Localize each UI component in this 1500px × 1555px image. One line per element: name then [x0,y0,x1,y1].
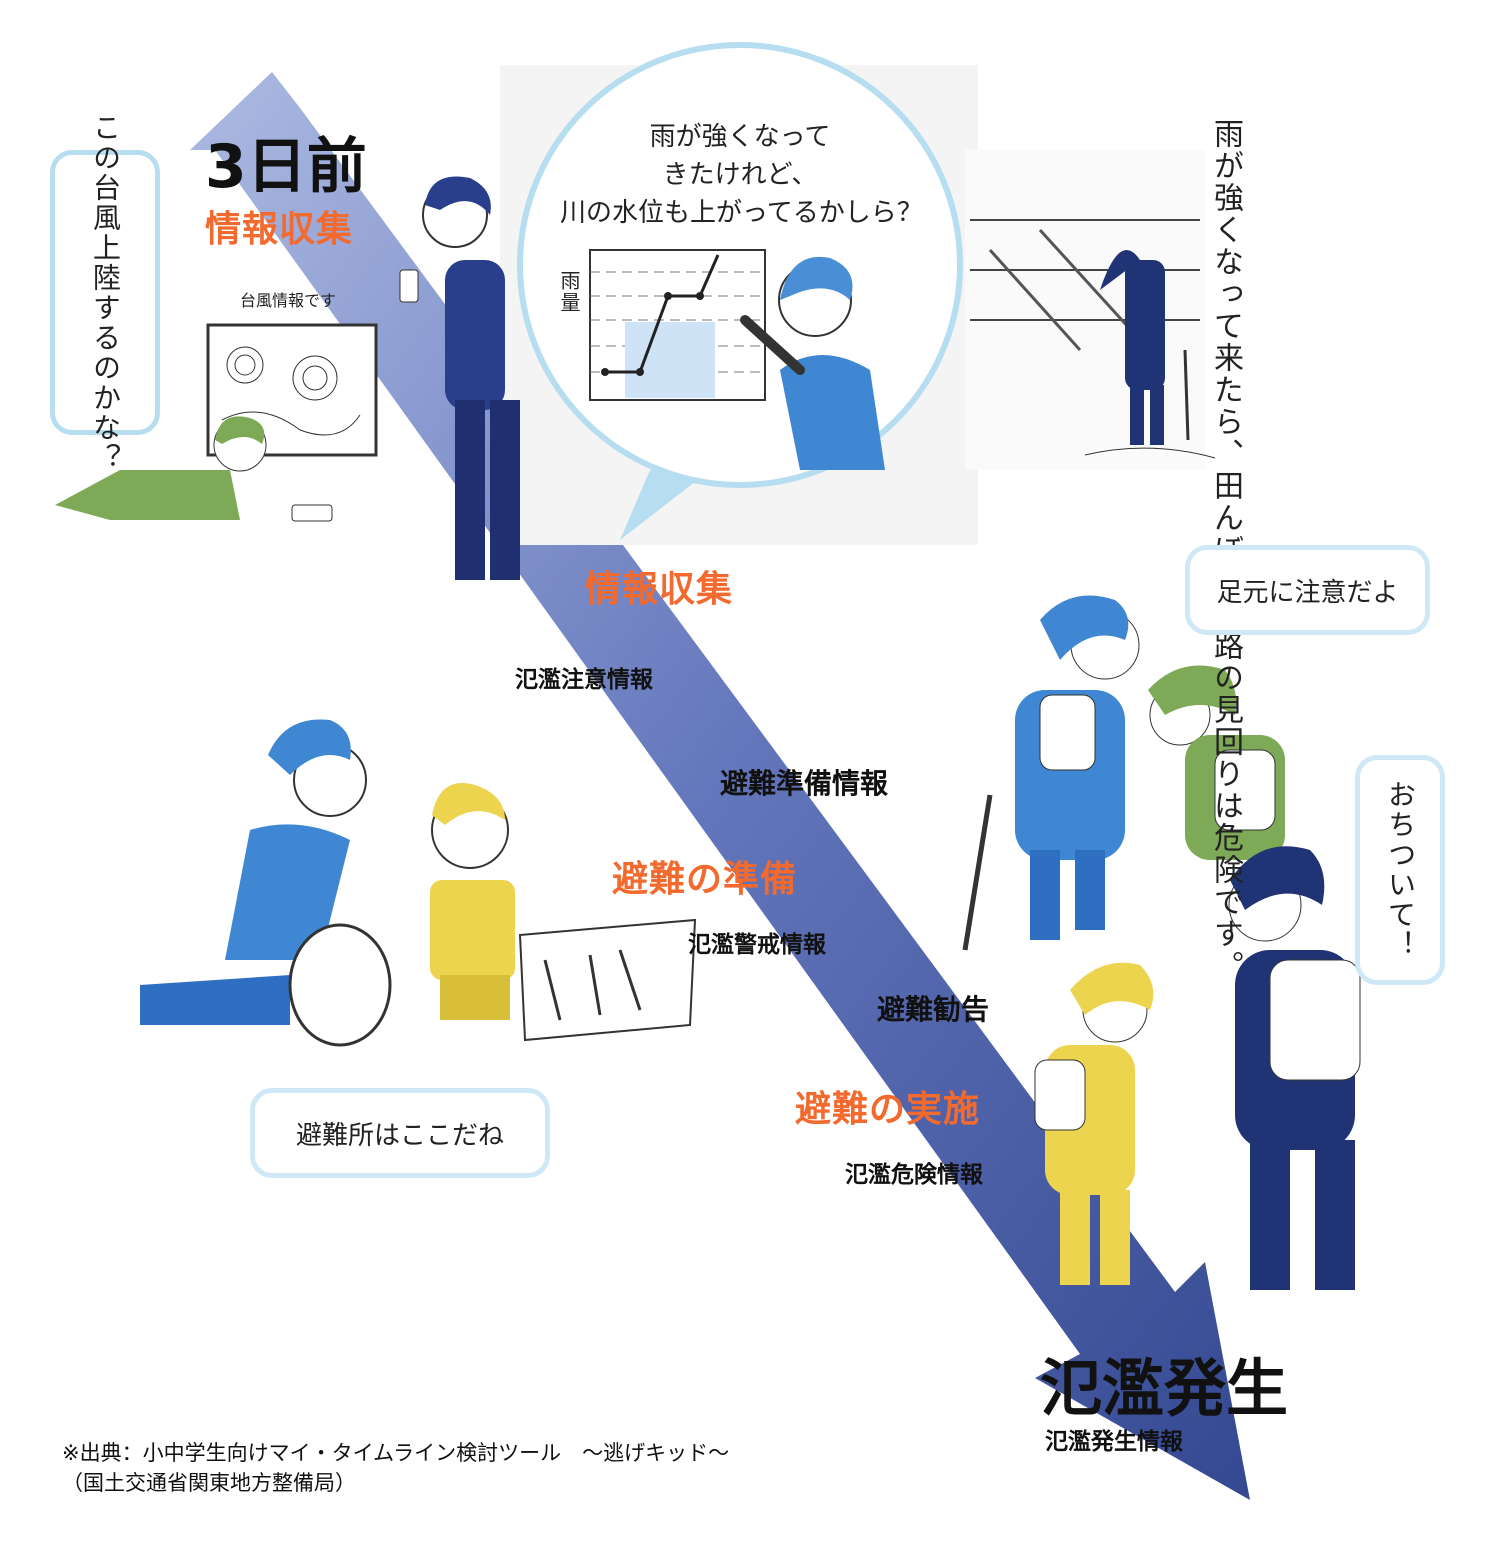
patrol-warning-text: 雨が強くなって来たら、田んぼや水路の見回りは危険です。 [1205,118,1245,982]
stage-info-gathering-1: 情報収集 [205,209,354,250]
thought-bubble-tail [620,470,700,540]
typhoon-question-bubble: この台風上陸するのかな？ [50,113,160,473]
rain-rising-line-1: 雨が強くなって [649,122,831,152]
rice-field-patrol-scene [965,150,1216,470]
flood-caution-info-label: 氾濫注意情報 [515,667,653,693]
shelter-here-text: 避難所はここだね [295,1120,504,1151]
stage-info-gathering-2: 情報収集 [585,569,734,610]
watch-step-bubble: 足元に注意だよ [1185,545,1430,635]
boy-pointing-map-figure [430,783,697,1042]
woman-pointing-figure [740,256,885,470]
calm-down-text: おちついて！ [1384,780,1417,960]
child-green-hood-figure [1148,665,1285,860]
man-with-phone-figure [399,176,520,580]
child-lying-figure [55,416,333,522]
timeline-start-label: 3日前 [205,132,367,202]
source-note: ※出典：小中学生向けマイ・タイムライン検討ツール ～逃げキッド～ （国土交通省関… [62,1438,729,1498]
stage-evacuation-execution: 避難の実施 [795,1089,981,1130]
child-yellow-hood-figure [1034,962,1154,1285]
flood-occurred-info-label: 氾濫発生情報 [1045,1429,1183,1455]
rain-rising-line-3: 川の水位も上がってるかしら？ [560,198,923,228]
source-note-line-1: ※出典：小中学生向けマイ・タイムライン検討ツール ～逃げキッド～ [62,1441,730,1465]
rain-rising-line-2: きたけれど、 [662,160,818,190]
calm-down-bubble: おちついて！ [1355,755,1445,985]
adult-navy-hood-figure [1228,846,1361,1290]
evacuation-advisory-label: 避難勧告 [877,993,990,1026]
evacuation-prep-info-label: 避難準備情報 [720,767,889,800]
rainfall-graph-icon [589,249,766,401]
flood-danger-info-label: 氾濫危険情報 [845,1162,983,1188]
watch-step-text: 足元に注意だよ [1216,577,1399,608]
source-note-line-2: （国土交通省関東地方整備局） [62,1471,356,1495]
timeline-end-label: 氾濫発生 [1040,1352,1289,1425]
mother-kneeling-figure [140,719,392,1047]
tv-caption: 台風情報です [240,291,337,310]
rain-rising-text: 雨が強くなって きたけれど、 川の水位も上がってるかしら？ [560,118,923,232]
typhoon-question-text: この台風上陸するのかな？ [89,112,122,473]
stage-evacuation-preparation: 避難の準備 [612,859,798,900]
flood-warning-info-label: 氾濫警戒情報 [688,932,826,958]
graph-axis-label: 雨量 [557,270,581,314]
shelter-here-bubble: 避難所はここだね [250,1088,550,1178]
elder-with-cane-figure [962,595,1140,951]
